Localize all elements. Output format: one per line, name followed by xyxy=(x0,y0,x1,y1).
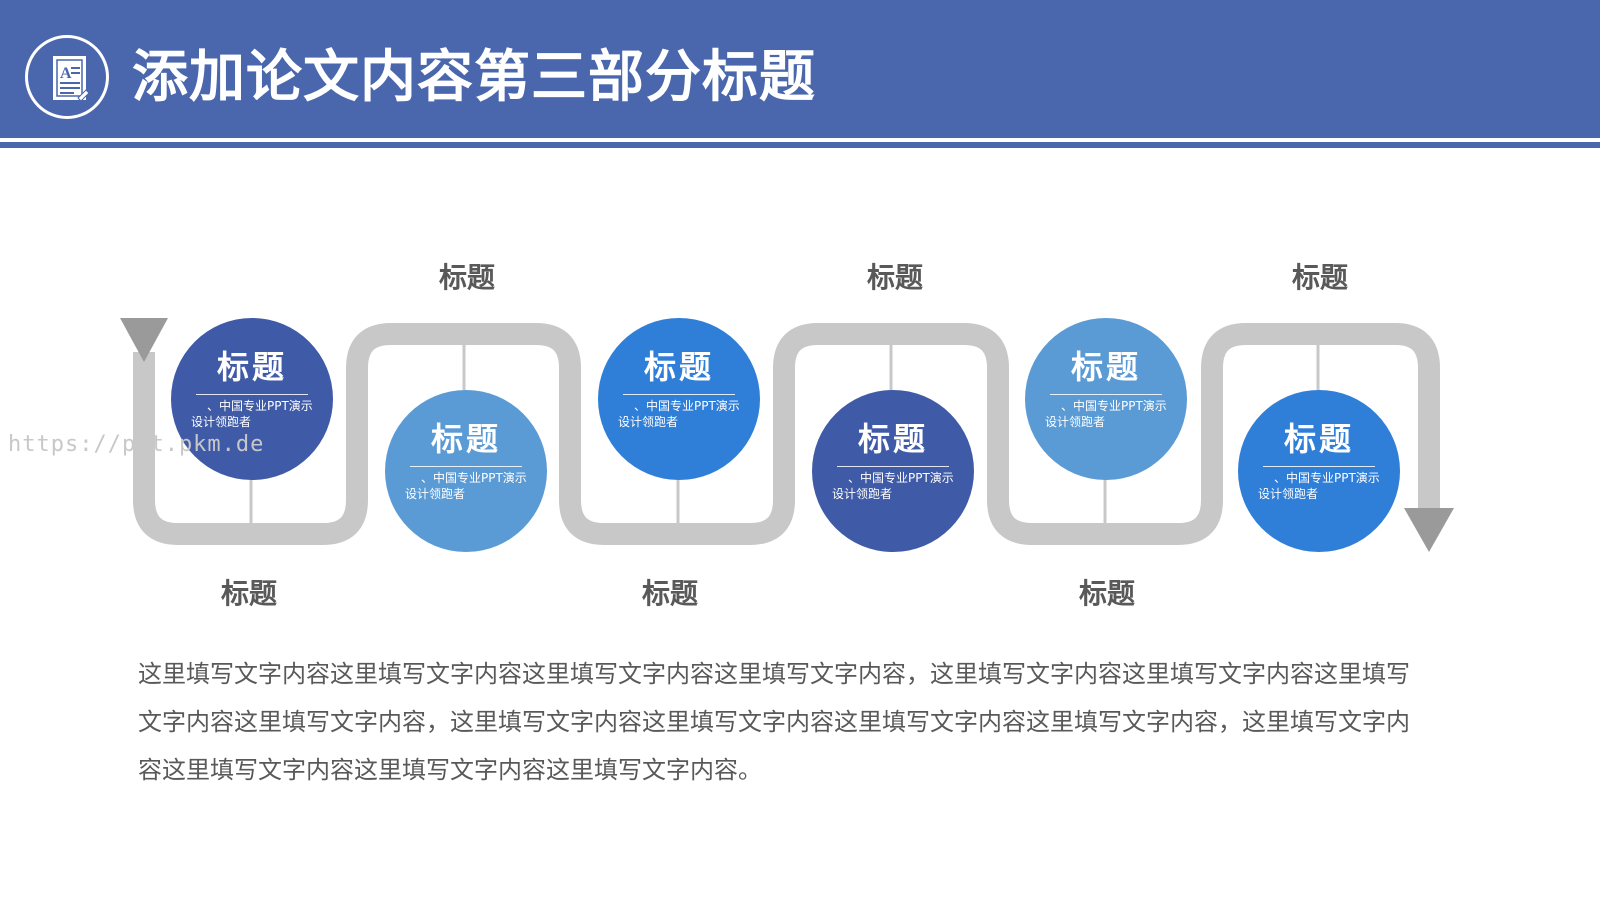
stage-node-text: 、中国专业PPT演示设计领跑者 xyxy=(405,471,527,501)
body-paragraph: 这里填写文字内容这里填写文字内容这里填写文字内容这里填写文字内容，这里填写文字内… xyxy=(138,660,1410,784)
stage-node-text: 、中国专业PPT演示设计领跑者 xyxy=(832,471,954,501)
document-line xyxy=(60,87,80,89)
stage-node: 标题 、中国专业PPT演示设计领跑者 xyxy=(385,390,547,552)
stage-node-title: 标题 xyxy=(643,348,714,386)
stage-node-title: 标题 xyxy=(857,420,928,458)
document-line xyxy=(71,67,80,69)
stage-label-bottom: 标题 xyxy=(220,577,277,610)
document-glyph: A xyxy=(60,65,72,82)
stage-label-top: 标题 xyxy=(1291,261,1348,294)
header-bar xyxy=(0,0,1600,138)
document-icon-graphic: A xyxy=(53,56,90,102)
stage-label-bottom: 标题 xyxy=(1078,577,1135,610)
stage-node-divider xyxy=(410,466,522,467)
stage-node-divider xyxy=(837,466,949,467)
stage-node-divider xyxy=(196,394,308,395)
document-icon: A xyxy=(25,35,109,119)
stage-node-text: 、中国专业PPT演示设计领跑者 xyxy=(191,399,313,429)
stage-node: 标题 、中国专业PPT演示设计领跑者 xyxy=(171,318,333,480)
document-line xyxy=(60,82,80,84)
stage-node: 标题 、中国专业PPT演示设计领跑者 xyxy=(598,318,760,480)
start-arrow-icon xyxy=(120,318,168,362)
document-line xyxy=(60,92,74,94)
stage-node-divider xyxy=(1263,466,1375,467)
stage-node: 标题 、中国专业PPT演示设计领跑者 xyxy=(1025,318,1187,480)
stage-node: 标题 、中国专业PPT演示设计领跑者 xyxy=(812,390,974,552)
page-title: 添加论文内容第三部分标题 xyxy=(132,45,816,110)
stage-node-text: 、中国专业PPT演示设计领跑者 xyxy=(1258,471,1380,501)
serpentine-track xyxy=(133,323,1440,545)
stage-node-title: 标题 xyxy=(1070,348,1141,386)
header-rule xyxy=(0,142,1600,148)
stage-node-title: 标题 xyxy=(216,348,287,386)
pen-icon xyxy=(77,89,90,102)
stage-node-title: 标题 xyxy=(1283,420,1354,458)
stage-node-text: 、中国专业PPT演示设计领跑者 xyxy=(1045,399,1167,429)
stage-node-text: 、中国专业PPT演示设计领跑者 xyxy=(618,399,740,429)
document-sheet-border xyxy=(56,59,83,97)
watermark: https://ppt.pkm.de xyxy=(8,432,265,457)
stage-node-title: 标题 xyxy=(430,420,501,458)
stage-label-top: 标题 xyxy=(866,261,923,294)
stage-label-top: 标题 xyxy=(438,261,495,294)
stage-node: 标题 、中国专业PPT演示设计领跑者 xyxy=(1238,390,1400,552)
stage-label-bottom: 标题 xyxy=(641,577,698,610)
stage-node-divider xyxy=(623,394,735,395)
end-arrow-icon xyxy=(1404,508,1454,552)
stage-node-divider xyxy=(1050,394,1162,395)
document-line xyxy=(71,72,80,74)
connector-ticks xyxy=(249,334,1320,534)
